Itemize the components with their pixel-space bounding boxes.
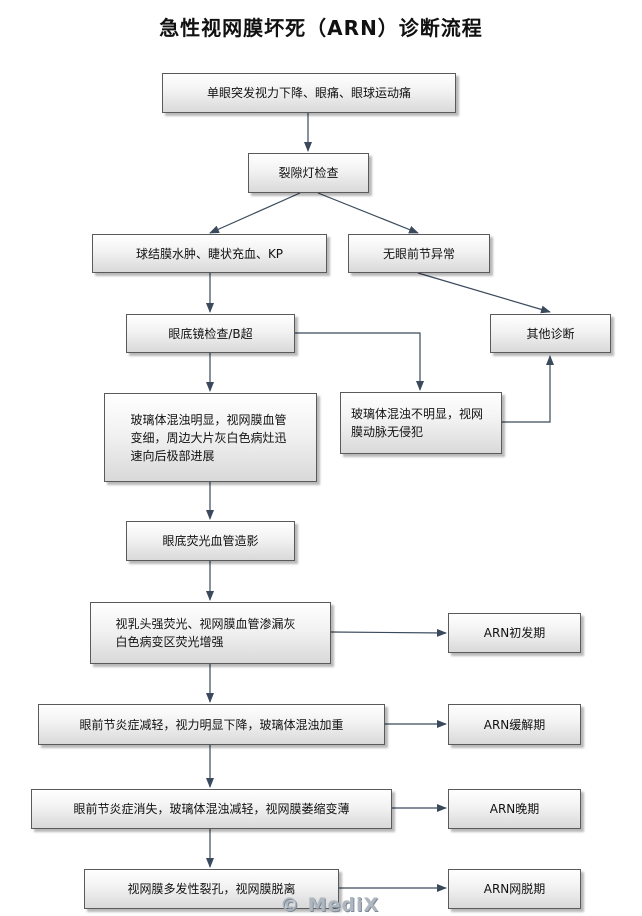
node-ffa: 眼底荧光血管造影	[126, 521, 295, 561]
node-vitreous-obvious: 玻璃体混浊明显，视网膜血管变细，周边大片灰白色病灶迅速向后极部进展	[104, 393, 317, 482]
node-detachment-findings: 视网膜多发性裂孔，视网膜脱离	[84, 869, 339, 909]
node-remission-findings: 眼前节炎症减轻，视力明显下降，玻璃体混浊加重	[38, 704, 385, 745]
node-anterior-findings: 球结膜水肿、睫状充血、KP	[92, 234, 327, 273]
edge-findings-to-early	[330, 628, 447, 637]
edge-not-obvious-to-other	[502, 355, 554, 423]
node-arn-late: ARN晚期	[448, 789, 581, 829]
edge-slitlamp-to-anterior	[209, 192, 301, 234]
node-arn-early: ARN初发期	[448, 613, 581, 653]
node-arn-remission: ARN缓解期	[448, 704, 581, 745]
node-other-diagnosis: 其他诊断	[490, 314, 611, 353]
page-title: 急性视网膜坏死（ARN）诊断流程	[159, 16, 483, 40]
node-fundus-bscan: 眼底镜检查/B超	[126, 314, 295, 353]
node-late-findings: 眼前节炎症消失，玻璃体混浊减轻，视网膜萎缩变薄	[31, 789, 392, 829]
node-no-anterior-abnormality: 无眼前节异常	[348, 234, 490, 273]
node-vitreous-not-obvious: 玻璃体混浊不明显，视网膜动脉无侵犯	[340, 392, 502, 454]
watermark-text: © MediX	[280, 894, 380, 916]
edge-slitlamp-to-no-abnormality	[317, 192, 419, 234]
node-slit-lamp: 裂隙灯检查	[248, 153, 369, 193]
node-ffa-findings: 视乳头强荧光、视网膜血管渗漏灰白色病变区荧光增强	[90, 602, 331, 664]
edge-no-abnormality-to-other	[417, 272, 551, 314]
node-symptoms: 单眼突发视力下降、眼痛、眼球运动痛	[162, 73, 456, 113]
node-arn-detachment: ARN网脱期	[448, 869, 581, 909]
edge-fundus-to-not-obvious	[295, 332, 424, 391]
